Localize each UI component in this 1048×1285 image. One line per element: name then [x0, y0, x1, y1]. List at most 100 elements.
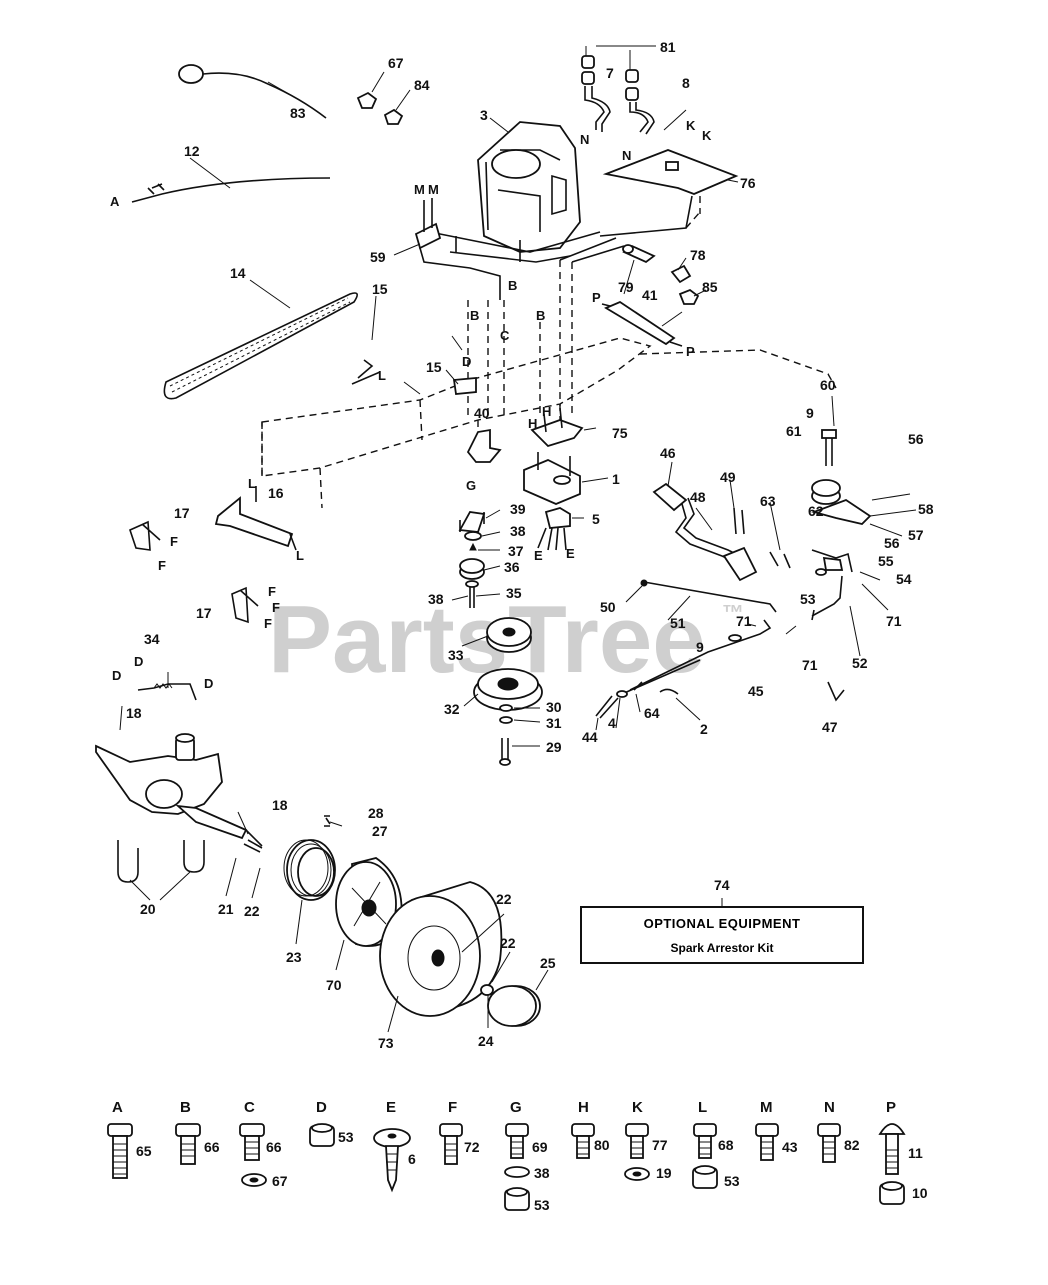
washer-9[interactable] [728, 634, 742, 642]
pin-49[interactable] [733, 507, 745, 535]
rod-52[interactable] [811, 575, 843, 621]
callout-54: 54 [896, 571, 912, 587]
callout-76: 76 [740, 175, 756, 191]
axle-key-21[interactable] [243, 839, 263, 853]
hw-letter-B: B [180, 1099, 191, 1116]
hw-part-K-1: 77 [652, 1137, 668, 1153]
callout-16: 16 [268, 485, 284, 501]
hw-letter-C: C [244, 1099, 255, 1116]
callout-C: C [500, 328, 510, 343]
bolt-29[interactable] [499, 738, 511, 766]
callout-N-2: N [622, 148, 631, 163]
callout-53: 53 [800, 591, 816, 607]
washer-24[interactable] [480, 984, 494, 996]
callout-81-leader [585, 45, 656, 70]
watermark-trademark: ™ [722, 600, 744, 625]
bolt-78[interactable] [670, 264, 692, 284]
engine-pulley-mount[interactable] [523, 452, 581, 505]
u-bolts-20[interactable] [117, 840, 205, 883]
axle-pulley-23[interactable] [283, 839, 336, 901]
callout-15-top: 15 [372, 281, 388, 297]
callout-35: 35 [506, 585, 522, 601]
throttle-cable[interactable] [131, 177, 331, 203]
callout-73: 73 [378, 1035, 394, 1051]
bracket-62[interactable] [811, 498, 872, 525]
clips-63[interactable] [769, 551, 791, 569]
spring-2[interactable] [659, 688, 679, 695]
callout-33: 33 [448, 647, 464, 663]
knob-61[interactable] [811, 479, 841, 505]
optional-equipment-item: Spark Arrestor Kit [670, 941, 774, 955]
heat-shield-plate[interactable] [602, 149, 739, 195]
callout-28: 28 [368, 805, 384, 821]
shift-lever[interactable] [652, 482, 758, 582]
callout-57: 57 [908, 527, 924, 543]
drive-belt[interactable] [163, 292, 358, 400]
bolt-38-lower[interactable] [465, 580, 479, 608]
callout-F-4: F [272, 600, 280, 615]
clutch-pulley[interactable] [473, 668, 543, 711]
callout-38-upper: 38 [510, 523, 526, 539]
clip-17-upper[interactable] [129, 520, 161, 551]
washer-38[interactable] [464, 531, 482, 541]
callout-64: 64 [644, 705, 660, 721]
callout-44: 44 [582, 729, 598, 745]
nut-85[interactable] [678, 288, 700, 305]
idler-shaft[interactable] [622, 244, 656, 264]
callout-40: 40 [474, 405, 490, 421]
bracket-75[interactable] [530, 407, 584, 448]
callout-5: 5 [592, 511, 600, 527]
engine-mount-bracket[interactable] [414, 198, 501, 300]
fuel-line-7[interactable] [581, 55, 611, 132]
bracket-40[interactable] [466, 428, 502, 463]
washer-53[interactable] [815, 568, 827, 576]
clutch-bracket[interactable] [214, 486, 297, 551]
key-27-28[interactable] [324, 815, 331, 827]
bolt-stack-39[interactable] [458, 511, 486, 533]
callout-62: 62 [808, 503, 824, 519]
clutch-mount-5[interactable] [537, 507, 571, 551]
clip-17-lower[interactable] [231, 586, 259, 624]
hw-letter-F: F [448, 1099, 457, 1116]
hw-part-C-1: 66 [266, 1139, 282, 1155]
bolt-68-locknut-icon [692, 1123, 718, 1189]
bolt-77-washer-icon [624, 1123, 650, 1181]
pulley-36[interactable] [459, 558, 485, 580]
transaxle[interactable] [95, 733, 263, 847]
hub-cap-25[interactable] [487, 985, 541, 1027]
callout-29: 29 [546, 739, 562, 755]
clevis-pin-44[interactable] [595, 695, 619, 719]
callout-48: 48 [690, 489, 706, 505]
engine[interactable] [429, 121, 601, 263]
choke-cable[interactable] [178, 64, 327, 119]
nut-67[interactable] [356, 91, 378, 109]
screw-6-icon [373, 1128, 411, 1193]
callout-9-top: 9 [806, 405, 814, 421]
bolt-43-icon [755, 1123, 779, 1161]
spring-47[interactable] [827, 681, 845, 702]
bolt-60[interactable] [821, 429, 837, 466]
callout-L-3: L [296, 548, 304, 563]
cotter-64[interactable] [633, 681, 643, 691]
hw-part-P-2: 10 [912, 1185, 928, 1201]
control-rod-51[interactable] [640, 579, 777, 613]
shift-rod-34[interactable] [137, 683, 197, 701]
washer-4[interactable] [616, 690, 628, 698]
callout-E-1: E [534, 548, 543, 563]
brake-rod[interactable] [601, 300, 683, 347]
washers-30-31[interactable] [499, 704, 513, 724]
hw-part-A-1: 65 [136, 1143, 152, 1159]
callout-46: 46 [660, 445, 676, 461]
rear-tire-73[interactable] [379, 881, 503, 1017]
belt-guide-bracket[interactable] [351, 359, 477, 395]
spacer-37[interactable] [469, 542, 477, 551]
nut-84[interactable] [383, 108, 404, 125]
bolt-80-icon [571, 1123, 595, 1159]
frame-outline [261, 195, 837, 509]
callout-F-1: F [170, 534, 178, 549]
spring-55[interactable] [811, 549, 853, 573]
bearing[interactable] [486, 617, 532, 653]
fuel-line-8[interactable] [625, 69, 655, 135]
hw-part-D-1: 53 [338, 1129, 354, 1145]
callout-8: 8 [682, 75, 690, 91]
